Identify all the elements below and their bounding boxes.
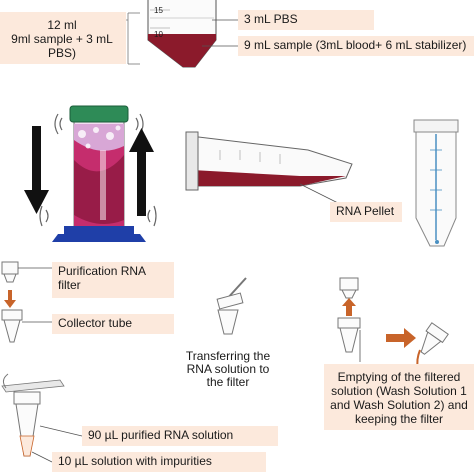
collector-tube-label: Collector tube	[52, 314, 174, 334]
pellet-tube	[185, 131, 353, 191]
pbs-label: 3 mL PBS	[238, 10, 374, 30]
up-arrow	[129, 128, 154, 216]
centrifuge-illustration	[39, 105, 157, 242]
volume-total-text: 12 ml	[47, 18, 77, 32]
down-arrow-orange	[4, 290, 16, 308]
emptying-step	[337, 277, 449, 369]
final-tube-with-pipette	[1, 373, 83, 463]
vertical-conical-tube	[413, 119, 459, 247]
transfer-line-2: RNA solution to	[186, 362, 270, 376]
blood-sample-fill	[148, 34, 216, 67]
tube-mark-15: 15	[154, 6, 163, 15]
pellet-pointer	[299, 183, 341, 205]
sample-label: 9 mL sample (3mL blood+ 6 mL stabilizer)	[238, 36, 474, 56]
down-arrow	[24, 126, 49, 214]
emptying-caption: Emptying of the filtered solution (Wash …	[324, 364, 474, 430]
empty-line-3: and Wash Solution 2) and	[330, 398, 468, 412]
transfer-line-3: the filter	[206, 375, 250, 389]
volume-label-box: 12 ml 9ml sample + 3 mL PBS)	[0, 12, 126, 64]
impurities-label: 10 µL solution with impurities	[52, 452, 266, 472]
empty-line-2: solution (Wash Solution 1	[331, 384, 467, 398]
transfer-line-1: Transferring the	[185, 349, 271, 363]
empty-line-1: Emptying of the filtered	[337, 370, 461, 384]
transfer-caption: Transferring the RNA solution to the fil…	[172, 350, 284, 389]
purified-rna-label: 90 µL purified RNA solution	[82, 426, 278, 446]
tube-mark-10: 10	[154, 30, 163, 39]
empty-line-4: keeping the filter	[354, 412, 444, 426]
volume-detail-text: 9ml sample + 3 mL PBS)	[11, 32, 113, 60]
top-conical-tube	[147, 0, 217, 68]
filter-collector-tubes	[1, 261, 23, 343]
purification-filter-label: Purification RNA filter	[52, 262, 174, 298]
rna-pellet-label: RNA Pellet	[330, 202, 402, 222]
pipette-transfer	[216, 277, 247, 335]
